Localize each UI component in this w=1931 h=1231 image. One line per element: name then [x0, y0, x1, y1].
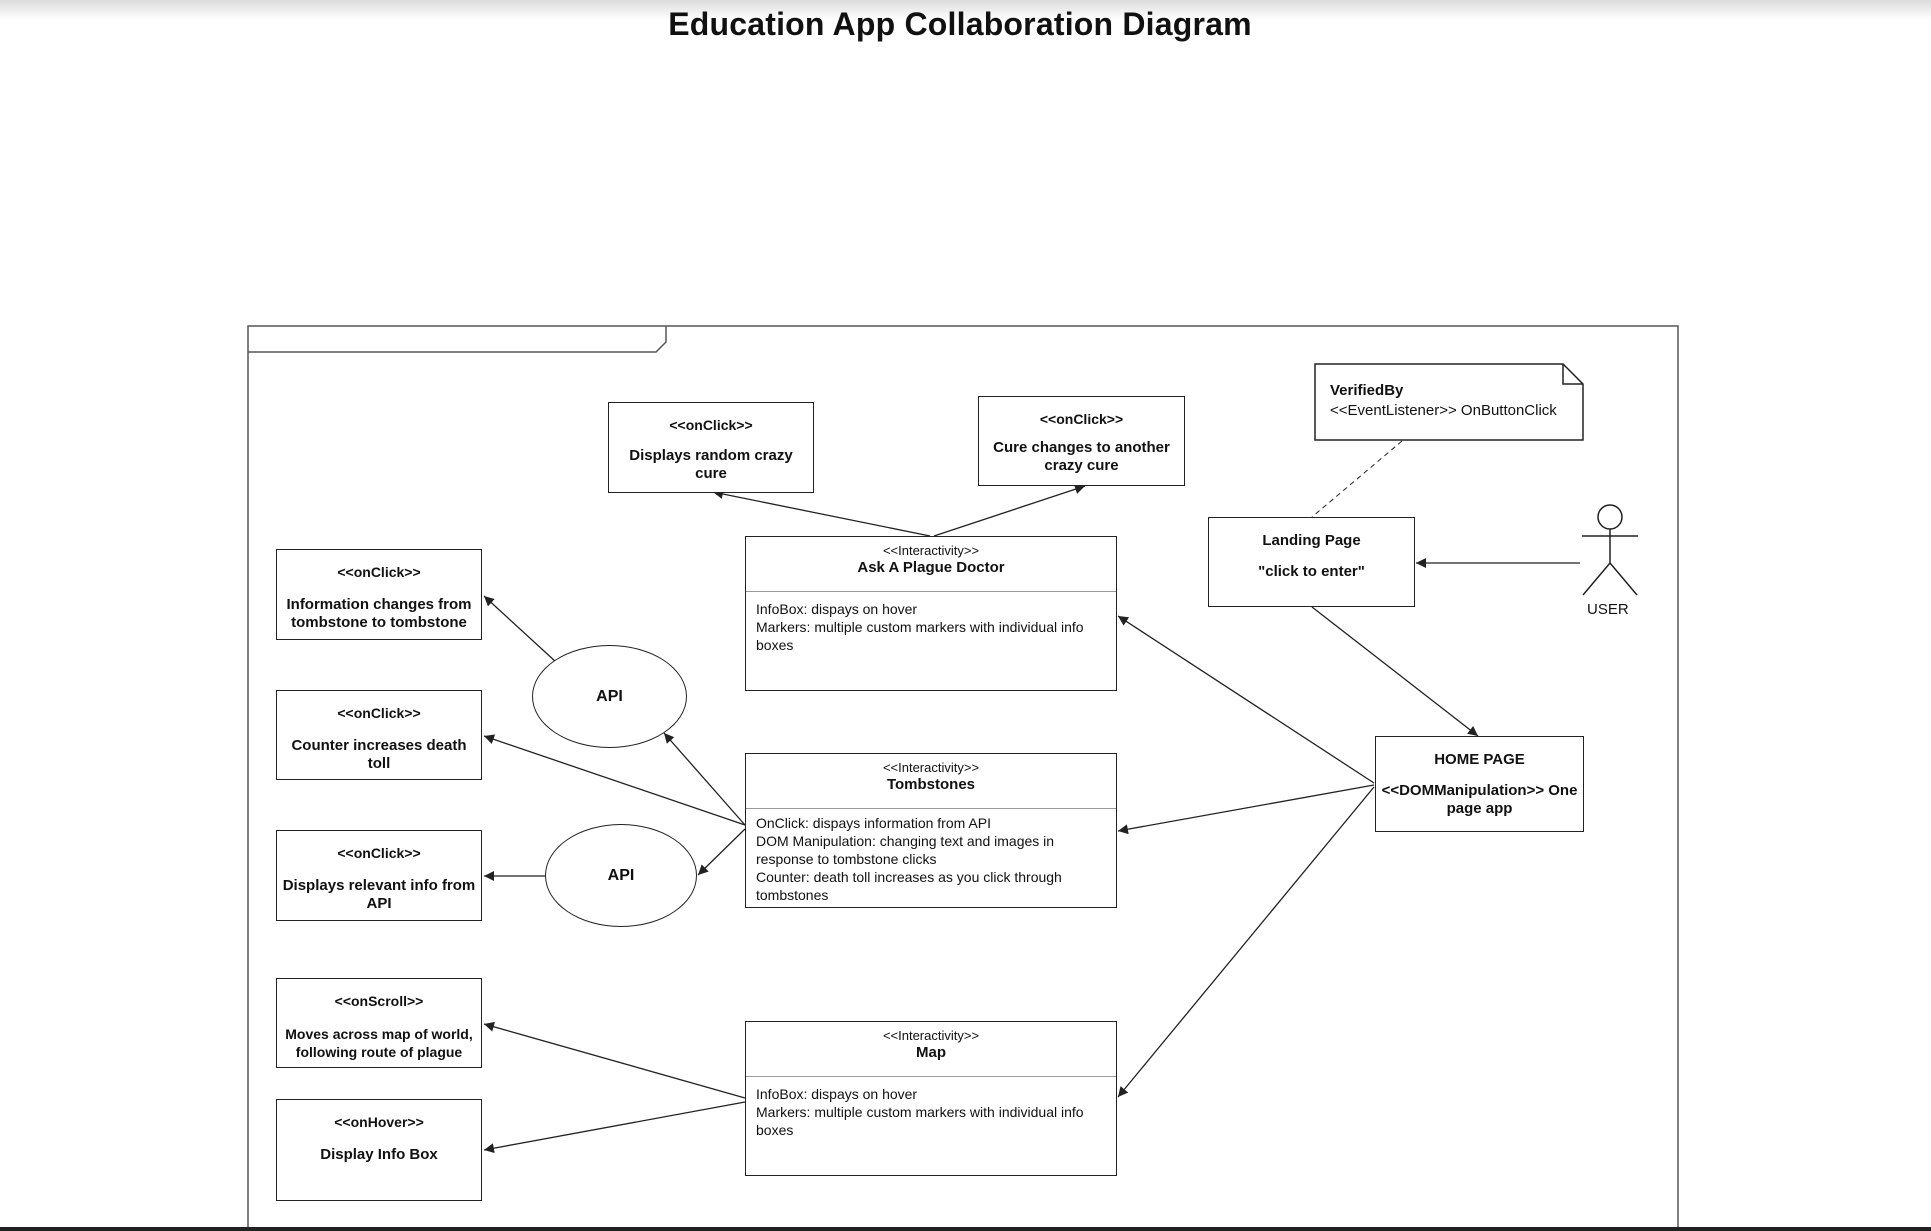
- map-box: <<Interactivity>> Map InfoBox: dispays o…: [745, 1021, 1117, 1176]
- frame-tab: [248, 326, 667, 353]
- info-changes-text: Information changes from tombstone to to…: [286, 596, 472, 631]
- edge-home-tomb: [1117, 784, 1375, 835]
- ask-infobox-line: InfoBox: dispays on hover: [756, 601, 918, 617]
- counter-stereotype: <<onClick>>: [337, 705, 421, 721]
- cure-random-box: <<onClick>> Displays random crazy cure: [608, 402, 814, 493]
- ask-name: Ask A Plague Doctor: [857, 559, 1005, 576]
- hover-text: Display Info Box: [320, 1146, 438, 1163]
- edge-map-scroll: [483, 1021, 746, 1099]
- page-title: Education App Collaboration Diagram: [668, 6, 1252, 42]
- connectors: [483, 484, 1580, 1154]
- user-actor-figure: [1582, 504, 1638, 596]
- map-infobox-line: InfoBox: dispays on hover: [756, 1086, 918, 1102]
- map-name: Map: [916, 1044, 946, 1061]
- scroll-box: <<onScroll>> Moves across map of world, …: [276, 978, 482, 1068]
- relevant-info-box: <<onClick>> Displays relevant info from …: [276, 830, 482, 921]
- api-top-label: API: [596, 687, 623, 705]
- info-changes-stereotype: <<onClick>>: [337, 564, 421, 580]
- note-dashed-link: [1311, 440, 1403, 518]
- home-page-description: <<DOMManipulation>> One page app: [1381, 782, 1578, 817]
- edge-ask-cure1: [712, 489, 931, 537]
- note-shape: [1314, 363, 1584, 441]
- landing-page-title: Landing Page: [1262, 532, 1361, 549]
- api-ellipse-bottom: API: [545, 824, 697, 927]
- note-detail: <<EventListener>> OnButtonClick: [1330, 402, 1557, 419]
- relevant-info-stereotype: <<onClick>>: [337, 845, 421, 861]
- cure-change-stereotype: <<onClick>>: [1039, 411, 1124, 427]
- map-stereotype: <<Interactivity>>: [882, 1028, 980, 1043]
- hover-stereotype: <<onHover>>: [334, 1114, 424, 1130]
- tomb-name: Tombstones: [886, 776, 976, 793]
- user-actor-label: USER: [1587, 601, 1629, 618]
- note-fold: [1562, 364, 1583, 385]
- info-changes-box: <<onClick>> Information changes from tom…: [276, 549, 482, 640]
- counter-text: Counter increases death toll: [291, 737, 467, 772]
- relevant-info-text: Displays relevant info from API: [282, 877, 476, 912]
- counter-box: <<onClick>> Counter increases death toll: [276, 690, 482, 780]
- edge-map-hover: [483, 1101, 746, 1154]
- edge-tomb-counter: [483, 734, 746, 826]
- edge-tomb-api1: [663, 732, 746, 826]
- scroll-text: Moves across map of world, following rou…: [285, 1026, 473, 1060]
- verified-by-note: VerifiedBy <<EventListener>> OnButtonCli…: [1330, 381, 1557, 421]
- home-page-box: HOME PAGE <<DOMManipulation>> One page a…: [1375, 736, 1584, 832]
- edge-landing-home: [1311, 606, 1479, 737]
- api-ellipse-top: API: [532, 645, 687, 748]
- tomb-stereotype: <<Interactivity>>: [882, 760, 980, 775]
- tomb-dom-line: DOM Manipulation: changing text and imag…: [756, 833, 1055, 867]
- tomb-onclick-line: OnClick: dispays information from API: [756, 815, 991, 831]
- hover-box: <<onHover>> Display Info Box: [276, 1099, 482, 1201]
- home-page-title: HOME PAGE: [1434, 751, 1525, 768]
- cure-change-text: Cure changes to another crazy cure: [993, 439, 1170, 474]
- edge-home-ask: [1117, 615, 1375, 784]
- edge-home-map: [1117, 786, 1375, 1098]
- note-title: VerifiedBy: [1330, 382, 1404, 399]
- ask-markers-line: Markers: multiple custom markers with in…: [756, 619, 1084, 653]
- cure-change-box: <<onClick>> Cure changes to another craz…: [978, 396, 1185, 486]
- ask-stereotype: <<Interactivity>>: [882, 543, 980, 558]
- ask-plague-doctor-box: <<Interactivity>> Ask A Plague Doctor In…: [745, 536, 1117, 691]
- tomb-counter-line: Counter: death toll increases as you cli…: [756, 869, 1062, 903]
- edge-api1-info1: [483, 595, 557, 663]
- edge-tomb-api2: [697, 828, 746, 876]
- cure-random-text: Displays random crazy cure: [629, 447, 793, 482]
- cure-random-stereotype: <<onClick>>: [669, 417, 753, 433]
- map-markers-line: Markers: multiple custom markers with in…: [756, 1104, 1084, 1138]
- edge-ask-cure2: [933, 484, 1086, 537]
- window-top-shade: [0, 0, 1931, 20]
- window-bottom-edge: [0, 1227, 1931, 1231]
- tombstones-box: <<Interactivity>> Tombstones OnClick: di…: [745, 753, 1117, 908]
- scroll-stereotype: <<onScroll>>: [334, 993, 424, 1009]
- api-bottom-label: API: [607, 866, 635, 884]
- landing-page-box: Landing Page "click to enter": [1208, 517, 1415, 607]
- landing-page-subtitle: "click to enter": [1258, 563, 1365, 580]
